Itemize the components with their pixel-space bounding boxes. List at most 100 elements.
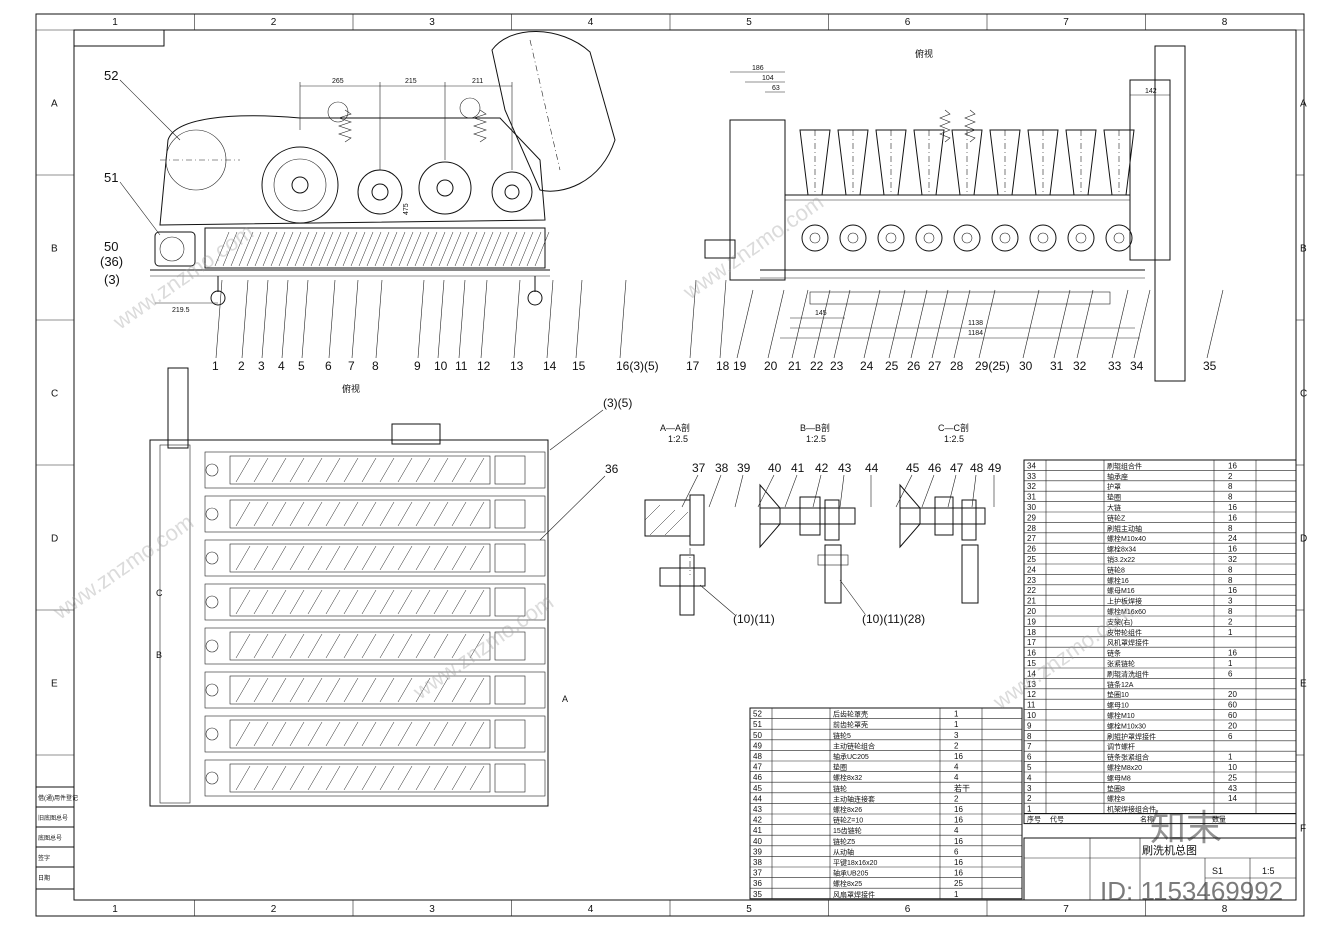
bom-qty: 10 (1228, 763, 1237, 772)
bom-name: 风机罩焊接件 (1107, 638, 1149, 647)
margin-label-0: 借(通)用件登记 (38, 794, 78, 802)
bom-name: 垫圈8 (1107, 784, 1125, 793)
bom-name: 链轮8 (1107, 565, 1125, 574)
bom-no: 46 (753, 773, 762, 782)
front-callout: 31 (1050, 359, 1064, 373)
row-label-right: C (1300, 389, 1307, 400)
bom-name: 护罩 (1107, 482, 1121, 491)
bom-no: 49 (753, 741, 762, 750)
section-callout: 40 (768, 461, 782, 475)
bom-qty: 16 (954, 869, 963, 878)
bom-name: 螺栓8x25 (833, 879, 862, 888)
top-left-box (73, 29, 165, 47)
bom-no: 17 (1027, 638, 1036, 647)
col-label-top: 8 (1222, 17, 1228, 28)
margin-label-4: 日期 (38, 874, 50, 882)
bom-name: 平键18x16x20 (833, 858, 877, 867)
bom-name: 主动轴连接套 (833, 794, 875, 803)
bom-no: 22 (1027, 586, 1036, 595)
section-callout: 41 (791, 461, 805, 475)
bom-no: 14 (1027, 669, 1036, 678)
label-50: 50 (104, 239, 118, 254)
dim-1138: 1138 (968, 320, 983, 327)
side-callout: 4 (278, 359, 285, 373)
bom-qty: 25 (954, 879, 963, 888)
bom-qty: 25 (1228, 773, 1237, 782)
section-callout: 37 (692, 461, 706, 475)
col-label-bottom: 1 (112, 904, 118, 915)
bom-no: 27 (1027, 534, 1036, 543)
bom-name: 垫圈 (1107, 493, 1121, 502)
side-callout: 16(3)(5) (616, 359, 659, 373)
bom-qty: 2 (1228, 617, 1233, 626)
row-label-left: A (51, 99, 58, 110)
bom-qty: 24 (1228, 534, 1237, 543)
bom-no: 39 (753, 847, 762, 856)
bom-qty: 1 (954, 710, 959, 719)
front-callout: 29(25) (975, 359, 1010, 373)
watermark-site-1: www.znzmo.com (108, 219, 258, 335)
bom-name: 刷辊清洗组件 (1107, 669, 1149, 678)
front-callout: 26 (907, 359, 921, 373)
section-a-ref: (10)(11) (733, 612, 775, 626)
side-callout: 15 (572, 359, 586, 373)
section-mark-b: B (156, 650, 162, 660)
bom-no: 29 (1027, 513, 1036, 522)
bom-no: 19 (1027, 617, 1036, 626)
bom-name: 螺母10 (1107, 701, 1129, 710)
bom-no: 15 (1027, 659, 1036, 668)
front-callout: 35 (1203, 359, 1217, 373)
front-callout: 32 (1073, 359, 1087, 373)
bom-no: 11 (1027, 701, 1036, 710)
side-callout: 6 (325, 359, 332, 373)
front-view-title: 俯视 (915, 48, 933, 59)
section-c: C—C剖 1:2.5 (899, 422, 986, 604)
bom-name: 螺栓M16x60 (1107, 607, 1146, 616)
sheet-no: S1 (1212, 866, 1223, 876)
side-callout: 5 (298, 359, 305, 373)
front-callout: 19 (733, 359, 747, 373)
margin-label-1: 旧底图总号 (38, 814, 68, 822)
bom-qty: 60 (1228, 711, 1237, 720)
bom-qty: 16 (1228, 513, 1237, 522)
bom-qty: 8 (1228, 524, 1233, 533)
front-callout: 24 (860, 359, 874, 373)
bom-no: 13 (1027, 680, 1036, 689)
bom-name: 螺栓8x34 (1107, 545, 1136, 554)
col-label-top: 4 (588, 17, 594, 28)
side-callout: 11 (455, 359, 468, 373)
bom-name: 垫圈10 (1107, 690, 1129, 699)
col-label-bottom: 7 (1063, 904, 1069, 915)
section-mark-c: C (156, 588, 163, 598)
watermark-site-5: www.znzmo.com (48, 509, 198, 625)
label-3ref: (3) (104, 272, 120, 287)
bom-no: 35 (753, 890, 762, 899)
bom-name: 链轮Z (1107, 513, 1126, 522)
bom-no: 9 (1027, 721, 1032, 730)
drawing-scale: 1:5 (1262, 866, 1275, 876)
bom-name: 螺栓16 (1107, 576, 1129, 585)
side-view: 265 215 211 219.5 475 52 51 50 (36) (3) … (100, 31, 730, 373)
front-callout: 30 (1019, 359, 1033, 373)
bom-no: 37 (753, 869, 762, 878)
bom-qty: 4 (954, 826, 959, 835)
col-label-top: 3 (429, 17, 435, 28)
bom-name: 上护板焊接 (1107, 597, 1142, 606)
bom-name: 螺栓M8x20 (1107, 763, 1142, 772)
bom-no: 38 (753, 858, 762, 867)
row-label-right: A (1300, 99, 1307, 110)
row-label-right: E (1300, 679, 1307, 690)
bom-name: 后齿轮罩壳 (833, 710, 868, 719)
bom-qty: 3 (954, 731, 959, 740)
col-label-top: 5 (746, 17, 752, 28)
front-callout: 34 (1130, 359, 1144, 373)
bom-no: 41 (753, 826, 762, 835)
bom-no: 18 (1027, 628, 1036, 637)
bom-name: 螺母M16 (1107, 586, 1135, 595)
side-callout: 2 (238, 359, 245, 373)
bom-qty: 6 (954, 847, 959, 856)
bom-no: 43 (753, 805, 762, 814)
bom-name: 螺栓8x26 (833, 805, 862, 814)
